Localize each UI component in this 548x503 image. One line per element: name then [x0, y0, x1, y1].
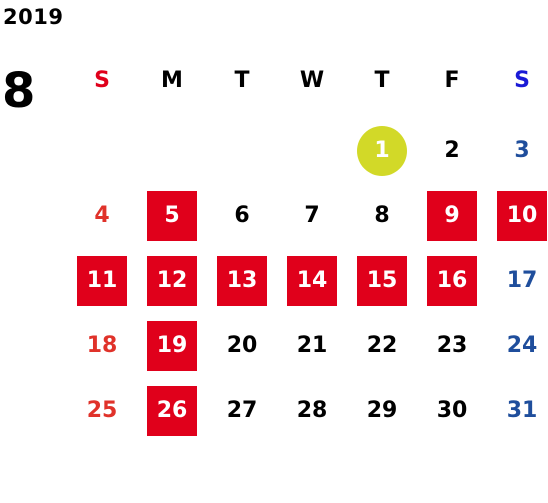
calendar-week-row: 25 26 27 28 29 30 31: [0, 386, 548, 436]
weekday-monday: M: [161, 68, 183, 93]
weekday-header-row: S M T W T F S: [0, 56, 548, 106]
calendar-day-cell[interactable]: 2: [444, 138, 460, 163]
calendar-day-cell[interactable]: 24: [506, 333, 538, 358]
calendar-day-cell[interactable]: 31: [506, 398, 538, 423]
calendar-day-cell[interactable]: 3: [514, 138, 530, 163]
calendar-year: 2019: [3, 5, 64, 29]
weekday-wednesday: W: [299, 68, 325, 93]
calendar-day-cell[interactable]: 25: [86, 398, 118, 423]
calendar-day-cell[interactable]: 20: [226, 333, 258, 358]
calendar-day-cell[interactable]: 5: [147, 191, 197, 241]
calendar-day-cell[interactable]: 22: [366, 333, 398, 358]
calendar-day-cell[interactable]: 19: [147, 321, 197, 371]
calendar-day-cell[interactable]: 21: [296, 333, 328, 358]
calendar-day-cell[interactable]: 27: [226, 398, 258, 423]
calendar-day-cell[interactable]: 26: [147, 386, 197, 436]
weekday-saturday: S: [514, 68, 530, 93]
calendar-day-cell[interactable]: 18: [86, 333, 118, 358]
calendar-day-cell[interactable]: 23: [436, 333, 468, 358]
calendar-day-cell[interactable]: 11: [77, 256, 127, 306]
calendar-day-cell[interactable]: 12: [147, 256, 197, 306]
weekday-sunday: S: [94, 68, 110, 93]
calendar-day-cell[interactable]: 29: [366, 398, 398, 423]
calendar-day-cell[interactable]: 13: [217, 256, 267, 306]
calendar-day-cell[interactable]: 14: [287, 256, 337, 306]
calendar-week-row: 11 12 13 14 15 16 17: [0, 256, 548, 306]
calendar-day-cell[interactable]: 28: [296, 398, 328, 423]
calendar-week-row: 4 5 6 7 8 9 10: [0, 191, 548, 241]
weekday-tuesday: T: [234, 68, 250, 93]
calendar-day-cell[interactable]: 15: [357, 256, 407, 306]
calendar-day-cell[interactable]: 6: [234, 203, 250, 228]
calendar-day-cell[interactable]: 30: [436, 398, 468, 423]
calendar-day-cell[interactable]: 10: [497, 191, 547, 241]
calendar-day-cell[interactable]: 17: [506, 268, 538, 293]
calendar-week-row: 1 2 3: [0, 126, 548, 176]
calendar-day-cell[interactable]: 9: [427, 191, 477, 241]
calendar-day-cell[interactable]: 4: [94, 203, 110, 228]
calendar-day-cell[interactable]: 16: [427, 256, 477, 306]
weekday-friday: F: [444, 68, 460, 93]
calendar-week-row: 18 19 20 21 22 23 24: [0, 321, 548, 371]
calendar-month: 8: [2, 63, 36, 119]
calendar-day-cell[interactable]: 7: [304, 203, 320, 228]
weekday-thursday: T: [374, 68, 390, 93]
calendar-day-cell[interactable]: 8: [374, 203, 390, 228]
calendar-day-cell[interactable]: 1: [357, 126, 407, 176]
